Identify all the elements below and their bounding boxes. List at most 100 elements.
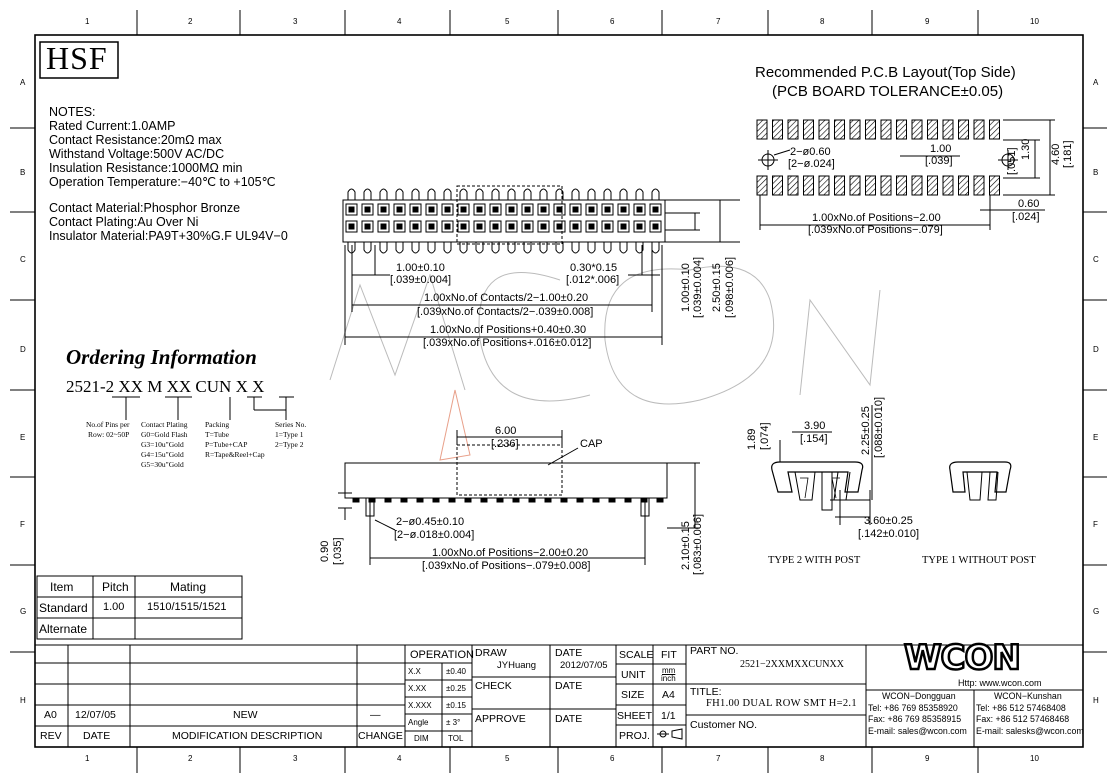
tol-val: ±0.15 (446, 701, 466, 710)
contact-cell (441, 220, 454, 233)
contact-cell (377, 203, 390, 216)
column-label: 9 (925, 754, 930, 763)
pcb-pitch-in: [.039] (925, 155, 953, 167)
pcb-length-in: [.039xNo.of Positions−.079] (808, 224, 943, 236)
side-pin (384, 497, 392, 503)
legend-line: T=Tube (205, 430, 229, 439)
tol-val: ±0.40 (446, 667, 466, 676)
side-pin (656, 497, 664, 503)
end-d1: 1.89 (746, 428, 758, 450)
material-line: Contact Plating:Au Over Ni (49, 215, 199, 229)
notes-line: Contact Resistance:20mΩ max (49, 133, 222, 147)
plating-legend: Contact Plating G0=Gold Flash G3=10u"Gol… (141, 420, 188, 470)
contact-cell (649, 220, 662, 233)
scale-label: SCALE (619, 649, 654, 661)
pcb-row-in: [.051] (1006, 147, 1018, 175)
legend-line: Series No. (275, 420, 307, 429)
title-value: FH1.00 DUAL ROW SMT H=2.1 (706, 698, 857, 709)
kunshan-name: WCON−Kunshan (994, 691, 1062, 701)
kunshan-fax: Fax: +86 512 57468468 (976, 714, 1070, 724)
pin-tail (395, 188, 404, 200)
row-label: F (1093, 520, 1098, 529)
top-contacts-in: [.039xNo.of Contacts/2−.039±0.008] (417, 306, 594, 318)
tol-val: ±0.25 (446, 684, 466, 693)
pcb-pad (772, 175, 783, 196)
side-pin (640, 497, 648, 503)
watermark-lines (329, 265, 881, 405)
pcb-pad (958, 119, 969, 140)
top-v2-in: [.098±0.006] (724, 256, 736, 318)
dongguan-tel: Tel: +86 769 85358920 (868, 702, 958, 713)
contact-cell (617, 203, 630, 216)
pcb-pad (772, 119, 783, 140)
dim-label: DIM (414, 734, 429, 743)
proj-label: PROJ. (619, 730, 650, 742)
pin-tail (459, 188, 468, 200)
pin-tail (603, 188, 612, 200)
pcb-pad (911, 119, 923, 140)
top-v1: 1.00±0.10 (680, 263, 692, 312)
contact-cell (345, 203, 358, 216)
end-d2-in: [.154] (800, 433, 828, 445)
contact-cell (457, 220, 470, 233)
contact-cell (473, 203, 486, 216)
contact-cell (521, 203, 534, 216)
pin-tail (491, 188, 500, 200)
row-label: D (20, 345, 26, 354)
row-label: C (20, 255, 26, 264)
th-pitch: Pitch (102, 580, 129, 594)
pcb-pad (756, 119, 768, 140)
pin-tail (347, 188, 356, 200)
legend-line: R=Tape&Reel+Cap (205, 450, 265, 459)
sheet-label: SHEET (617, 710, 653, 722)
pcb-tolerance: (PCB BOARD TOLERANCE±0.05) (772, 83, 1004, 100)
row-label: H (20, 696, 26, 705)
type1-label: TYPE 1 WITHOUT POST (922, 555, 1036, 566)
pcb-pad (865, 119, 876, 140)
column-label: 8 (820, 17, 825, 26)
pcb-title: Recommended P.C.B Layout(Top Side) (755, 64, 1016, 81)
code-prefix: 2521-2 (66, 377, 115, 396)
pin-tail (411, 188, 420, 200)
contact-cell (489, 220, 502, 233)
legend-line: 1=Type 1 (275, 430, 304, 439)
pcb-pitch: 1.00 (930, 143, 952, 155)
pin-tail (363, 242, 372, 254)
title-label: TITLE: (690, 686, 722, 698)
pin-tail (635, 188, 644, 200)
pin-tail (619, 188, 628, 200)
side-pin (352, 497, 360, 503)
contact-cell (377, 220, 390, 233)
side-pin (496, 497, 504, 503)
pcb-row: 1.30 (1020, 138, 1032, 160)
side-pin (544, 497, 552, 503)
legend-line: G4=15u"Gold (141, 450, 184, 459)
pcb-pad (849, 119, 861, 140)
pin-tail (651, 242, 660, 254)
contact-cell (409, 203, 422, 216)
side-length: 1.00xNo.of Positions−2.00±0.20 (432, 547, 589, 559)
contact-cell (617, 220, 630, 233)
column-label: 7 (716, 17, 721, 26)
pin-tail (475, 188, 484, 200)
pcb-pad (958, 175, 969, 196)
column-label: 1 (85, 754, 90, 763)
pcb-pad (818, 175, 830, 196)
post-height-in: [.083±0.006] (692, 513, 704, 575)
top-v2: 2.50±0.15 (711, 263, 723, 312)
pcb-pad (973, 175, 985, 196)
ordering-code: 2521-2 XX M XX CUN X X (66, 377, 264, 397)
pcb-pad: 0.60 (1018, 198, 1040, 210)
contact-cell (537, 203, 550, 216)
top-positions-in: [.039xNo.of Positions+.016±0.012] (423, 337, 592, 349)
contact-cell (585, 220, 598, 233)
pcb-pad (803, 175, 814, 196)
top-positions: 1.00xNo.of Positions+0.40±0.30 (430, 324, 587, 336)
code-packing: X (235, 377, 248, 396)
side-length-in: [.039xNo.of Positions−.079±0.008] (422, 560, 591, 572)
notes-heading: NOTES: (49, 105, 96, 119)
end-d1-in: [.074] (759, 422, 771, 450)
contact-cell (425, 203, 438, 216)
wcon-logo: WCON (903, 637, 1022, 680)
